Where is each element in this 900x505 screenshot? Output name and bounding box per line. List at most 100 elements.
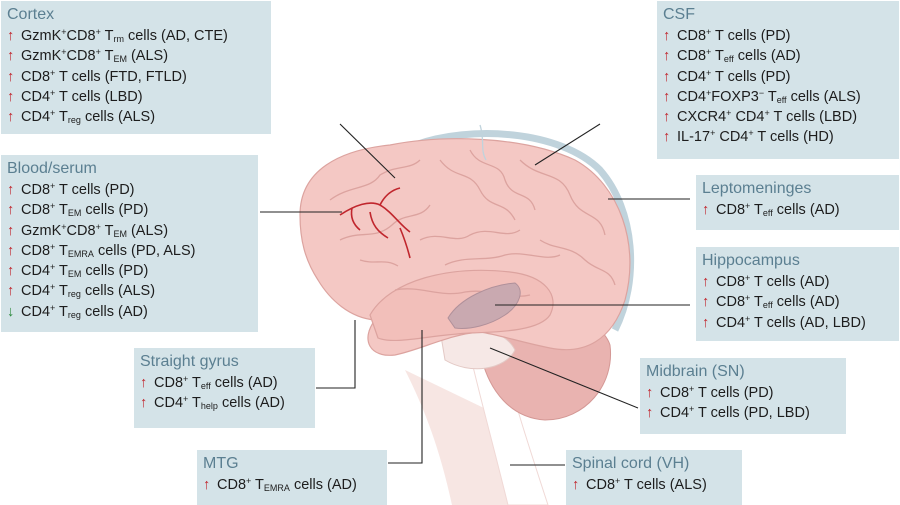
finding-text: T	[55, 263, 68, 280]
panel-rows: ↑CD8+ TEMRA cells (AD)	[203, 475, 381, 495]
finding-text: cells (AD, CTE)	[123, 28, 228, 44]
up-arrow-icon: ↑	[663, 68, 671, 85]
panel-cortex: Cortex ↑GzmK+CD8+ Trm cells (AD, CTE)↑Gz…	[1, 1, 271, 134]
superscript: +	[61, 221, 67, 232]
finding-text: CD4	[715, 129, 749, 146]
superscript: +	[689, 384, 695, 394]
leader-midbrain	[489, 347, 639, 409]
finding-text: T	[750, 294, 763, 311]
superscript: +	[726, 108, 732, 119]
up-arrow-icon: ↑	[702, 314, 710, 331]
superscript: +	[50, 302, 56, 313]
panel-rows: ↑CD8+ T cells (ALS)	[572, 475, 736, 495]
finding-text: T	[55, 109, 68, 126]
finding-text: CD8	[154, 375, 184, 391]
finding-text: T	[251, 477, 264, 493]
finding-text: cells (ALS)	[786, 88, 861, 105]
finding-text: T cells (AD)	[750, 274, 830, 290]
finding-text: T	[100, 48, 114, 65]
subscript: rm	[113, 34, 124, 44]
panel-title: MTG	[203, 455, 239, 472]
leader-lines	[260, 123, 690, 466]
superscript: +	[50, 282, 56, 293]
up-arrow-icon: ↑	[702, 202, 710, 218]
superscript: +	[61, 27, 67, 37]
hippocampus	[447, 282, 521, 329]
superscript: +	[50, 241, 56, 252]
up-arrow-icon: ↑	[7, 68, 15, 85]
superscript: +	[95, 221, 101, 232]
superscript: +	[50, 108, 56, 119]
finding-row: ↑CD8+ T cells (PD)	[7, 180, 252, 200]
leader-straight-gyrus	[316, 320, 356, 389]
finding-text: cells (PD)	[81, 263, 149, 280]
panel-leptomeninges: Leptomeninges ↑CD8+ Teff cells (AD)	[696, 175, 899, 230]
superscript: +	[50, 67, 56, 78]
panel-title: Blood/serum	[7, 160, 97, 177]
up-arrow-icon: ↑	[7, 283, 15, 300]
finding-text: cells (AD)	[80, 303, 148, 320]
panel-hippocampus: Hippocampus ↑CD8+ T cells (AD)↑CD8+ Teff…	[696, 247, 899, 341]
superscript: +	[50, 87, 56, 98]
finding-row: ↑CD8+ Teff cells (AD)	[702, 200, 893, 220]
finding-text: (ALS)	[126, 48, 169, 65]
up-arrow-icon: ↑	[663, 28, 671, 44]
finding-text: cells (AD)	[733, 48, 801, 65]
finding-row: ↑CD4+ T cells (AD, LBD)	[702, 313, 893, 333]
up-arrow-icon: ↑	[646, 385, 654, 401]
superscript: +	[95, 27, 101, 37]
finding-text: CD8	[21, 202, 51, 219]
up-arrow-icon: ↑	[7, 263, 15, 280]
panel-straight-gyrus: Straight gyrus ↑CD8+ Teff cells (AD)↑CD4…	[134, 348, 315, 428]
finding-text: T	[55, 202, 68, 219]
subscript: eff	[762, 300, 773, 311]
finding-row: ↑CD4+ TEM cells (PD)	[7, 261, 252, 281]
up-arrow-icon: ↑	[7, 202, 15, 219]
leader-csf	[534, 123, 601, 166]
finding-text: T cells (HD)	[753, 129, 834, 146]
panel-rows: ↑CD8+ T cells (PD)↑CD4+ T cells (PD, LBD…	[646, 383, 840, 424]
neck-silhouette	[405, 370, 510, 505]
finding-row: ↑CD4+ Treg cells (ALS)	[7, 281, 252, 301]
finding-row: ↑CD4+ T cells (LBD)	[7, 87, 265, 107]
finding-row: ↑CD4+FOXP3− Teff cells (ALS)	[663, 87, 893, 107]
finding-text: cells (AD)	[772, 294, 840, 311]
subscript: EM	[67, 269, 82, 280]
superscript: +	[246, 476, 252, 486]
finding-row: ↑CD8+ Teff cells (AD)	[663, 46, 893, 66]
panel-rows: ↑CD8+ T cells (PD)↑CD8+ Teff cells (AD)↑…	[663, 26, 893, 148]
finding-text: cells (PD, ALS)	[93, 242, 196, 259]
finding-row: ↑GzmK+CD8+ TEM (ALS)	[7, 221, 252, 241]
panel-title: CSF	[663, 6, 695, 23]
blood-vessels	[339, 187, 411, 259]
panel-csf: CSF ↑CD8+ T cells (PD)↑CD8+ Teff cells (…	[657, 1, 899, 159]
finding-text: (ALS)	[126, 222, 169, 239]
superscript: +	[50, 262, 56, 273]
finding-row: ↑IL-17+ CD4+ T cells (HD)	[663, 127, 893, 147]
finding-text: CD4	[677, 68, 707, 85]
finding-text: T cells (LBD)	[55, 88, 143, 105]
up-arrow-icon: ↑	[140, 375, 148, 391]
finding-row: ↑CD4+ Thelp cells (AD)	[140, 393, 309, 413]
superscript: +	[745, 273, 751, 283]
superscript: +	[706, 27, 712, 37]
subscript: EM	[67, 208, 82, 219]
subscript: eff	[762, 208, 773, 218]
finding-text: CD8	[21, 242, 51, 259]
superscript: +	[745, 313, 751, 324]
superscript: +	[748, 128, 754, 139]
finding-text: CD4	[21, 283, 51, 300]
finding-text: T	[188, 375, 201, 391]
finding-text: T cells (PD)	[711, 28, 791, 44]
finding-text: CD4	[660, 405, 690, 422]
superscript: +	[706, 87, 712, 98]
finding-text: T cells (PD, LBD)	[694, 405, 810, 422]
panel-blood-serum: Blood/serum ↑CD8+ T cells (PD)↑CD8+ TEM …	[1, 155, 258, 332]
superscript: +	[764, 108, 770, 119]
finding-row: ↑CD8+ TEMRA cells (PD, ALS)	[7, 241, 252, 261]
superscript: +	[706, 47, 712, 58]
up-arrow-icon: ↑	[203, 477, 211, 493]
up-arrow-icon: ↑	[663, 88, 671, 105]
finding-text: T	[100, 222, 114, 239]
